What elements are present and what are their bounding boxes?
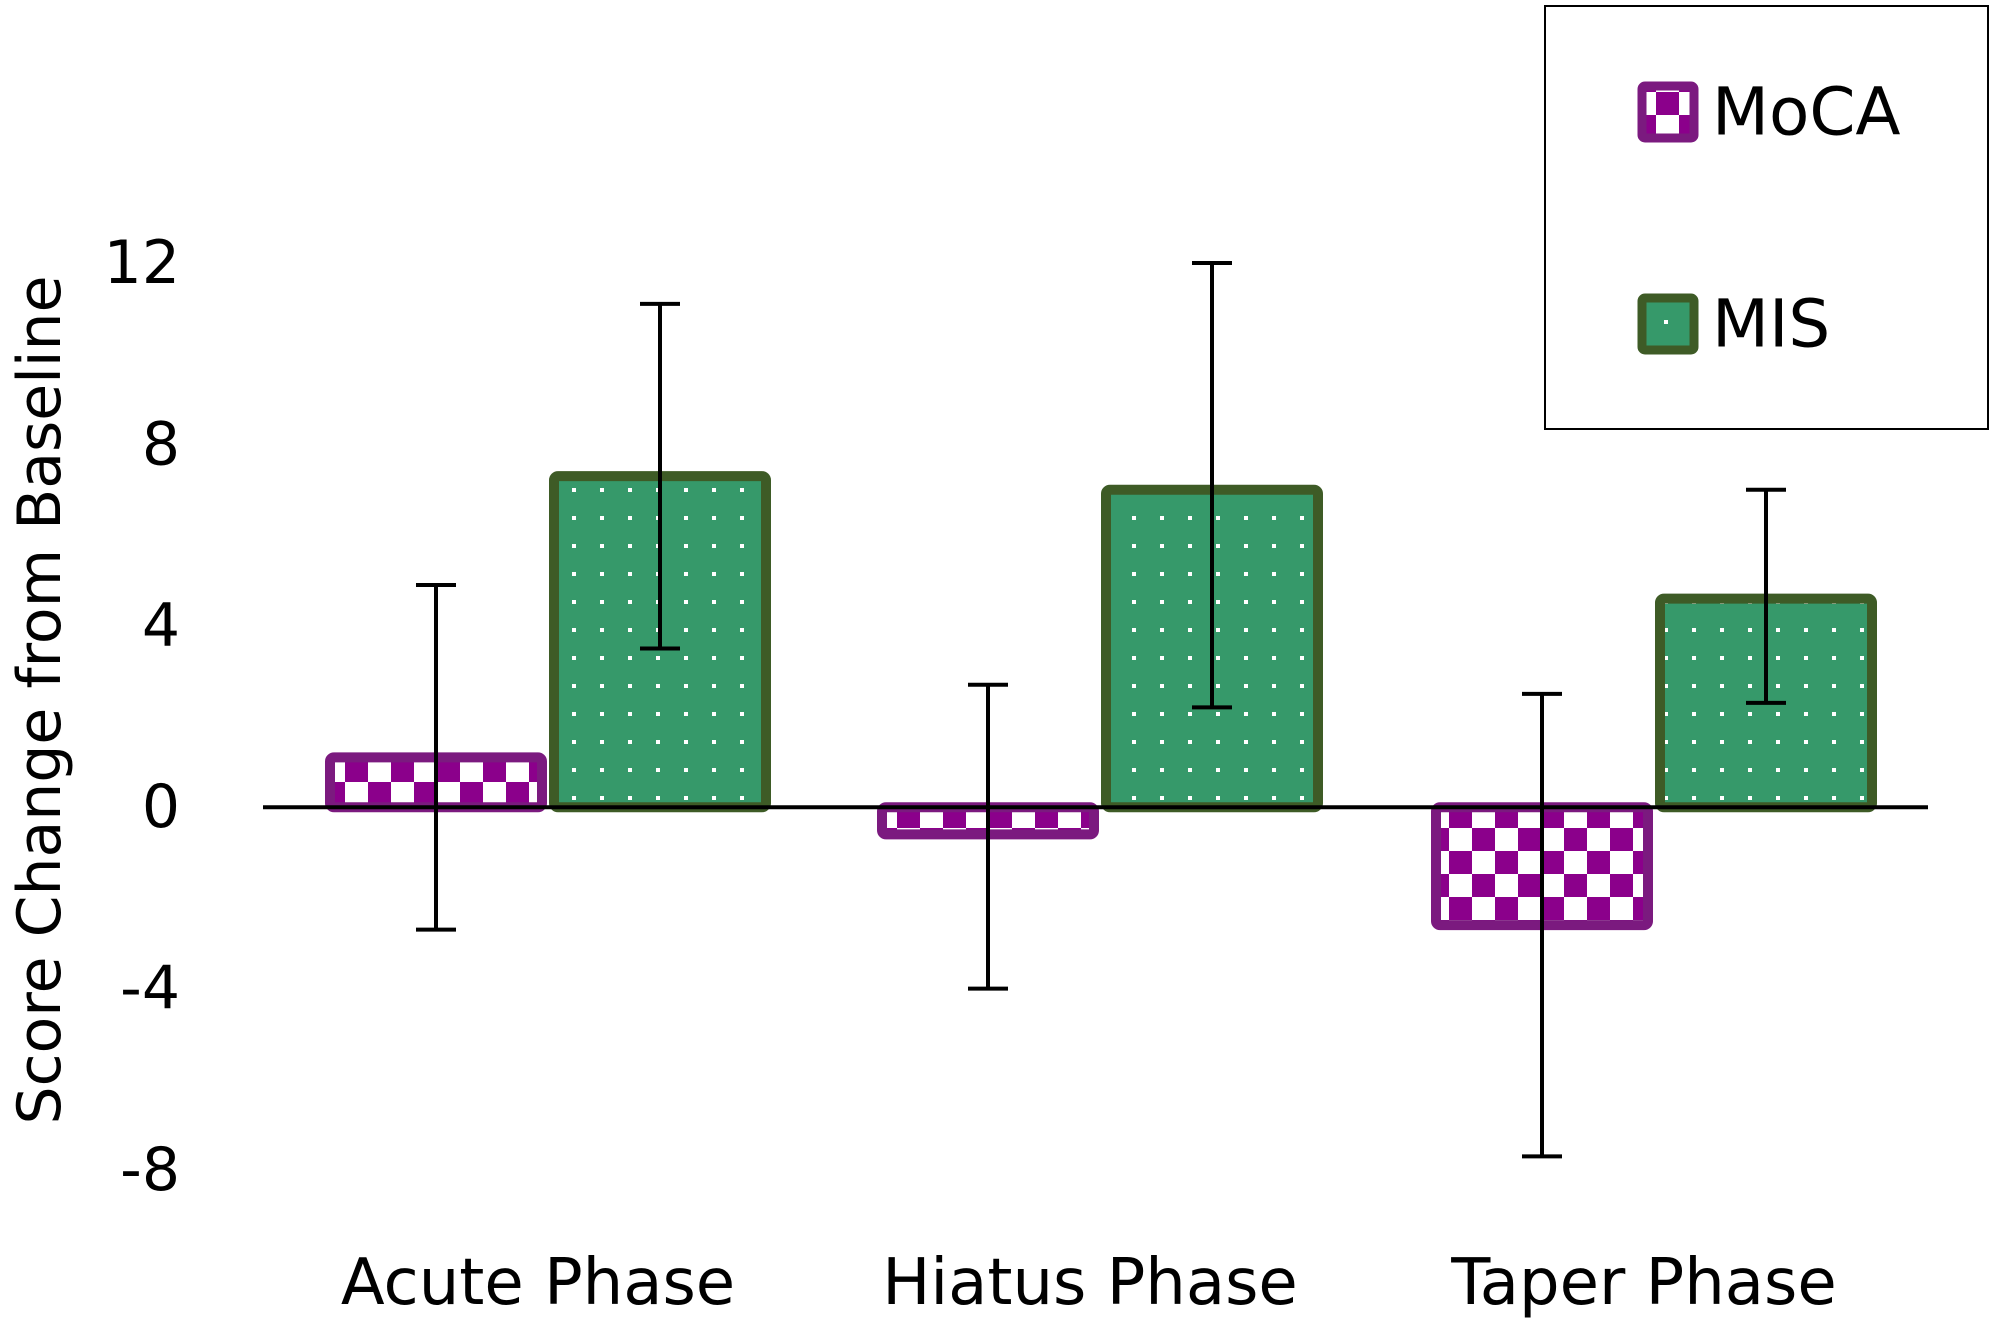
y-tick-label: 0 (142, 772, 180, 842)
x-category-label: Acute Phase (341, 1246, 735, 1320)
y-tick-label: 4 (142, 591, 180, 661)
y-axis-label: Score Change from Baseline (5, 276, 75, 1125)
x-category-label: Taper Phase (1450, 1246, 1836, 1320)
y-tick-label: 12 (104, 228, 180, 298)
error-bars-layer (416, 261, 1786, 1159)
error-bar-moca (416, 582, 456, 932)
y-tick-label: -4 (120, 954, 180, 1024)
legend-swatch-moca (1637, 81, 1699, 143)
x-category-label: Hiatus Phase (882, 1246, 1298, 1320)
legend: MoCA MIS (1544, 5, 1989, 430)
error-bar-mis (640, 301, 680, 651)
legend-label-moca: MoCA (1712, 74, 1901, 151)
legend-swatch-mis (1637, 293, 1699, 355)
y-tick-label: 8 (142, 409, 180, 479)
error-bar-mis (1192, 261, 1232, 710)
error-bar-moca (968, 682, 1008, 991)
legend-box (1544, 5, 1989, 430)
bars-layer (325, 471, 1877, 931)
x-category-labels: Acute Phase Hiatus Phase Taper Phase (341, 1246, 1837, 1320)
legend-label-mis: MIS (1712, 286, 1830, 363)
error-bar-moca (1522, 691, 1562, 1159)
y-tick-labels: 12 8 4 0 -4 -8 (104, 228, 180, 1205)
error-bar-mis (1746, 487, 1786, 705)
y-tick-label: -8 (120, 1135, 180, 1205)
